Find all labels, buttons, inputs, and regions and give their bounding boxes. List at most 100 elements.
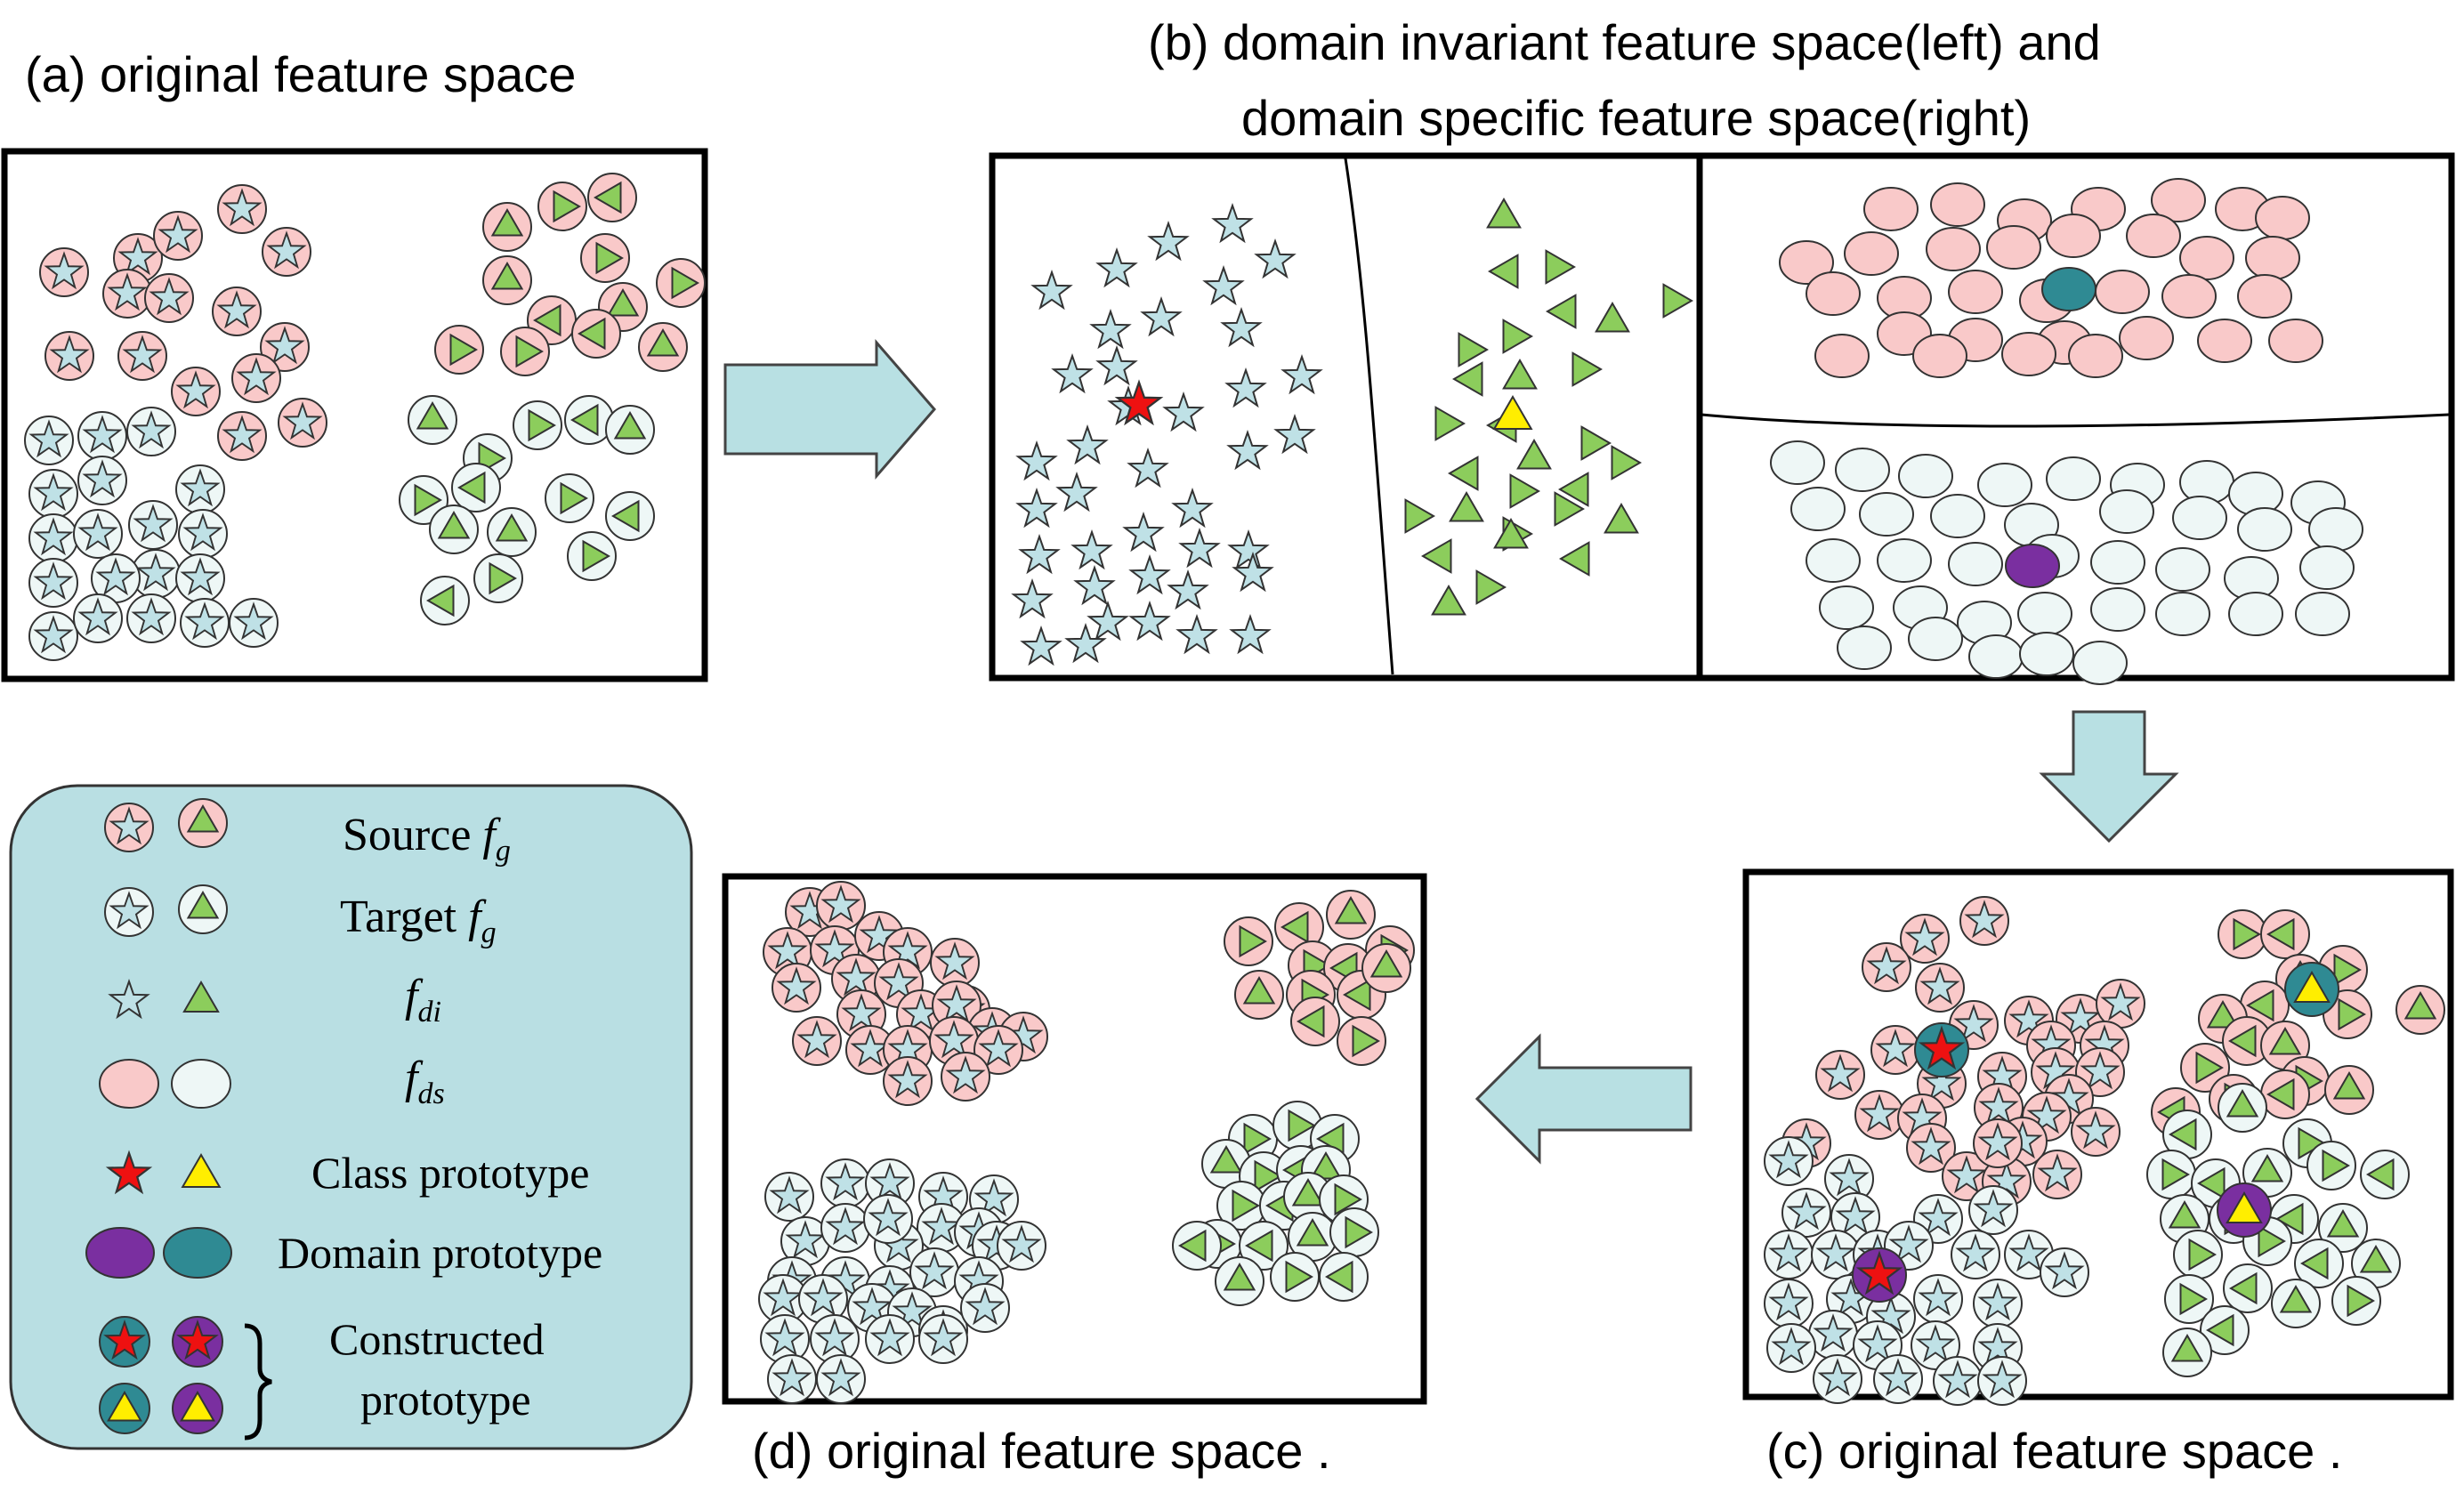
b-target-circle-31	[2228, 592, 2283, 636]
d-target-tri-0-triangle	[1243, 1122, 1272, 1156]
a-source-tri-11-triangle	[449, 333, 478, 367]
c-target-tri-19-triangle	[2347, 1284, 2375, 1318]
b-class-prototype-triangle	[1492, 395, 1533, 430]
b-invariant-triangle-24	[1421, 538, 1452, 574]
b-source-circle-11	[2046, 214, 2101, 258]
legend-domain-prototype-label: Domain prototype	[278, 1228, 602, 1278]
b-target-circle-17	[1806, 538, 1861, 583]
a-source-tri-1-triangle	[553, 190, 581, 223]
d-target-tri-14-triangle	[1345, 1215, 1373, 1249]
a-source-tri-3-triangle	[490, 262, 524, 290]
legend-constructed-line1: Constructed	[329, 1314, 545, 1364]
b-invariant-triangle-28	[1475, 569, 1507, 605]
legend-target-triangle-icon-triangle	[186, 891, 220, 919]
d-target-tri-13-triangle	[1296, 1218, 1329, 1247]
d-target-tri-10-triangle	[1334, 1182, 1362, 1216]
c-target-tri-16-triangle	[2179, 1282, 2208, 1316]
b-domain-prototype-purple	[2005, 544, 2060, 588]
b-source-circle-10	[1986, 225, 2041, 270]
b-invariant-triangle-16	[1509, 473, 1540, 509]
b-target-circle-29	[2090, 587, 2145, 632]
d-target-tri-4-triangle	[1254, 1159, 1282, 1193]
b-target-circle-35	[1968, 634, 2024, 679]
a-target-tri-9-triangle	[611, 499, 640, 533]
b-source-circle-13	[2179, 236, 2234, 280]
b-source-circle-27	[2268, 319, 2323, 363]
c-target-tri-14-triangle	[2300, 1247, 2329, 1280]
b-invariant-triangle-10	[1662, 283, 1693, 319]
b-invariant-triangle-2	[1545, 249, 1576, 285]
feature-markers	[24, 173, 2445, 1406]
d-source-tri-10-triangle	[1352, 1024, 1380, 1058]
c-source-tri-12-triangle	[2403, 991, 2437, 1020]
d-source-tri-11-triangle	[1297, 1005, 1325, 1038]
a-source-tri-2-triangle	[594, 181, 622, 214]
b-invariant-triangle-26	[1559, 541, 1590, 577]
caption-d: (d) original feature space .	[752, 1423, 1331, 1479]
legend-fds-target-circle-icon	[171, 1059, 231, 1109]
c-target-tri-4-triangle	[2197, 1166, 2226, 1200]
c-target-tri-10-triangle	[2275, 1202, 2304, 1236]
legend-domain-prototype-purple-icon	[85, 1227, 155, 1279]
c-target-tri-15-triangle	[2359, 1245, 2393, 1273]
b-target-circle-30	[2155, 592, 2210, 636]
c-source-tri-5-triangle	[2206, 1000, 2240, 1029]
b-target-circle-14	[2172, 496, 2227, 540]
b-invariant-triangle-18	[1611, 445, 1642, 480]
legend-source-triangle-icon-triangle	[186, 804, 220, 833]
arrow-left-icon	[1474, 1033, 1692, 1165]
c-constructed-teal-tri	[2293, 971, 2331, 1003]
b-invariant-triangle-5	[1502, 319, 1533, 354]
b-invariant-triangle-23	[1604, 503, 1639, 534]
b-source-circle-14	[2245, 236, 2300, 280]
b-source-circle-9	[1926, 227, 1981, 271]
a-target-tri-11-triangle	[489, 561, 517, 595]
b-invariant-triangle-3	[1546, 294, 1577, 329]
a-target-tri-2-triangle	[528, 408, 556, 442]
legend-symbols	[85, 798, 232, 1434]
d-source-tri-6-triangle	[1242, 976, 1276, 1005]
d-source-tri-0-triangle	[1239, 924, 1267, 958]
c-target-tri-12-triangle	[2188, 1238, 2217, 1271]
b-source-circle-8	[1844, 231, 1899, 276]
c-target-tri-21-triangle	[2170, 1334, 2204, 1362]
b-target-circle-33	[1837, 625, 1892, 670]
d-target-tri-16-triangle	[1223, 1263, 1256, 1291]
d-target-tri-15-triangle	[1178, 1229, 1207, 1263]
caption-b-line2: domain specific feature space(right)	[1241, 90, 2031, 146]
legend-constructed-teal-tri-icon	[107, 1391, 142, 1422]
c-source-tri-1-triangle	[2266, 917, 2295, 951]
legend-fds-source-circle-icon	[99, 1059, 159, 1109]
a-target-tri-10-triangle	[437, 511, 471, 539]
a-source-tri-9-triangle	[578, 317, 606, 351]
legend-class-prototype-label: Class prototype	[311, 1148, 589, 1198]
b-target-circle-22	[2155, 547, 2210, 592]
d-target-tri-1-triangle	[1288, 1109, 1316, 1142]
b-invariant-triangle-17	[1558, 472, 1589, 507]
legend-source-label: Source fg	[343, 810, 511, 868]
a-target-tri-5-triangle	[414, 483, 442, 517]
c-target-tri-20-triangle	[2206, 1313, 2234, 1347]
c-target-tri-1-triangle	[2226, 1089, 2259, 1118]
b-target-circle-37	[2072, 641, 2128, 685]
c-source-tri-0-triangle	[2233, 917, 2261, 951]
c-source-tri-6-triangle	[2338, 997, 2366, 1031]
b-target-circle-4	[2046, 456, 2101, 501]
c-constructed-purple-tri	[2226, 1191, 2263, 1223]
a-target-tri-13-triangle	[426, 584, 455, 617]
d-target-tri-7-triangle	[1232, 1189, 1260, 1223]
d-source-tri-2-triangle	[1334, 896, 1368, 924]
legend-constructed-line2: prototype	[360, 1375, 531, 1424]
arrow-down-icon	[2039, 710, 2179, 843]
c-target-tri-0-triangle	[2169, 1118, 2197, 1151]
b-target-circle-32	[2295, 592, 2350, 636]
b-source-circle-19	[2095, 270, 2150, 314]
b-source-circle-29	[1912, 334, 1967, 378]
a-source-tri-10-triangle	[646, 328, 680, 357]
b-target-circle-13	[2099, 489, 2154, 534]
b-target-circle-9	[1790, 487, 1846, 531]
b-invariant-triangle-19	[1404, 498, 1435, 534]
b-invariant-triangle-25	[1493, 518, 1529, 549]
caption-c: (c) original feature space .	[1766, 1423, 2342, 1479]
b-invariant-triangle-9	[1571, 351, 1603, 387]
